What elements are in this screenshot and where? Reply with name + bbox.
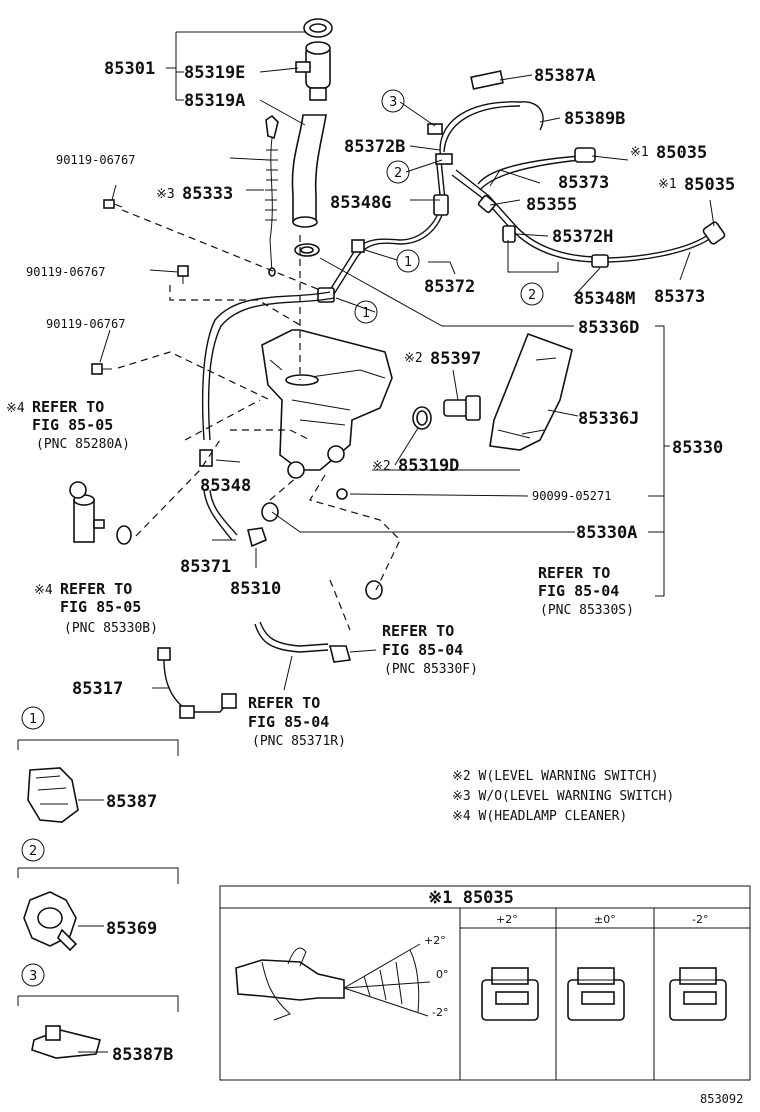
aim-angle-table — [219, 885, 751, 1081]
ref3-line2: FIG 85-04 — [538, 582, 619, 600]
label-85387B: 85387B — [112, 1045, 173, 1065]
tank-cap-group — [295, 18, 333, 101]
label-85348M: 85348M — [574, 289, 635, 309]
note-2: ※3 W/O(LEVEL WARNING SWITCH) — [452, 789, 674, 804]
label-85319D: 85319D — [398, 456, 459, 476]
mark-4-a: ※4 — [6, 401, 25, 416]
legend-callout-2: 2 — [29, 844, 37, 859]
mark-4-b: ※4 — [34, 583, 53, 598]
mark-1-b: ※1 — [658, 177, 677, 192]
ref3-line1: REFER TO — [538, 564, 610, 582]
label-85310: 85310 — [230, 579, 281, 599]
label-90119-a: 90119-06767 — [56, 153, 135, 167]
label-85372H: 85372H — [552, 227, 613, 247]
ref2-line3: (PNC 85330B) — [64, 621, 158, 636]
ref1-line2: FIG 85-05 — [32, 416, 113, 434]
level-gauge — [265, 114, 279, 277]
label-85333: 85333 — [182, 184, 233, 204]
label-85348: 85348 — [200, 476, 251, 496]
legend-callout-3: 3 — [29, 969, 37, 984]
ref3-line3: (PNC 85330S) — [540, 603, 634, 618]
ref5-line1: REFER TO — [248, 694, 320, 712]
callout-1-a: 1 — [404, 255, 412, 270]
label-85035-a: 85035 — [656, 143, 707, 163]
label-85373-a: 85373 — [558, 173, 609, 193]
circle-callouts — [21, 89, 544, 987]
label-85387: 85387 — [106, 792, 157, 812]
table-col-minus2: -2° — [692, 913, 708, 926]
connector-zero — [567, 967, 625, 1021]
callout-2-top: 2 — [394, 166, 402, 181]
ref1-line1: REFER TO — [32, 398, 104, 416]
bolt-90119-b — [177, 265, 189, 284]
label-90119-b: 90119-06767 — [26, 265, 105, 279]
mark-2-a: ※2 — [404, 351, 423, 366]
note-1: ※2 W(LEVEL WARNING SWITCH) — [452, 769, 659, 784]
mark-2-b: ※2 — [372, 459, 391, 474]
mark-1-a: ※1 — [630, 145, 649, 160]
label-85319A: 85319A — [184, 91, 245, 111]
filler-pipe — [291, 114, 327, 223]
label-85387A: 85387A — [534, 66, 595, 86]
label-85369: 85369 — [106, 919, 157, 939]
wire-harness — [157, 647, 237, 719]
ref2-line1: REFER TO — [60, 580, 132, 598]
label-85301: 85301 — [104, 59, 155, 79]
label-85330A: 85330A — [576, 523, 637, 543]
mark-3: ※3 — [156, 187, 175, 202]
label-85372B: 85372B — [344, 137, 405, 157]
callout-3-top: 3 — [389, 95, 397, 110]
label-85389B: 85389B — [564, 109, 625, 129]
label-85035-b: 85035 — [684, 175, 735, 195]
label-85355: 85355 — [526, 195, 577, 215]
callout-2-b: 2 — [528, 288, 536, 303]
ref2-line2: FIG 85-05 — [60, 598, 141, 616]
callout-1-b: 1 — [362, 306, 370, 321]
ref1-line3: (PNC 85280A) — [36, 437, 130, 452]
angle-minus: -2° — [432, 1006, 448, 1019]
note-3: ※4 W(HEADLAMP CLEANER) — [452, 809, 627, 824]
label-85317: 85317 — [72, 679, 123, 699]
label-85371: 85371 — [180, 557, 231, 577]
label-90099: 90099-05271 — [532, 489, 611, 503]
washer-tank — [261, 329, 393, 479]
figure-code: 853092 — [700, 1092, 743, 1106]
label-85348G: 85348G — [330, 193, 391, 213]
bolt-90119-c — [91, 363, 112, 375]
tank-protector — [489, 332, 573, 451]
label-90119-c: 90119-06767 — [46, 317, 125, 331]
connector-minus2 — [669, 967, 727, 1021]
bolt-90119-a — [103, 199, 123, 209]
table-col-plus2: +2° — [496, 913, 518, 926]
label-85330: 85330 — [672, 438, 723, 458]
legend-callout-1: 1 — [29, 712, 37, 727]
angle-zero: 0° — [436, 968, 449, 981]
label-85336J: 85336J — [578, 409, 639, 429]
label-85397: 85397 — [430, 349, 481, 369]
label-85372: 85372 — [424, 277, 475, 297]
table-col-zero: ±0° — [594, 913, 616, 926]
ref5-line2: FIG 85-04 — [248, 713, 329, 731]
label-85319E: 85319E — [184, 63, 245, 83]
ref4-line2: FIG 85-04 — [382, 641, 463, 659]
ref5-line3: (PNC 85371R) — [252, 734, 346, 749]
connector-plus2 — [481, 967, 539, 1021]
ref4-line1: REFER TO — [382, 622, 454, 640]
headlamp-cleaner-motor — [69, 481, 105, 543]
legend-clips — [17, 739, 179, 1059]
ref4-line3: (PNC 85330F) — [384, 662, 478, 677]
table-title: ※1 85035 — [428, 888, 514, 908]
label-85336D: 85336D — [578, 318, 639, 338]
angle-plus: +2° — [424, 934, 446, 947]
label-85373-b: 85373 — [654, 287, 705, 307]
